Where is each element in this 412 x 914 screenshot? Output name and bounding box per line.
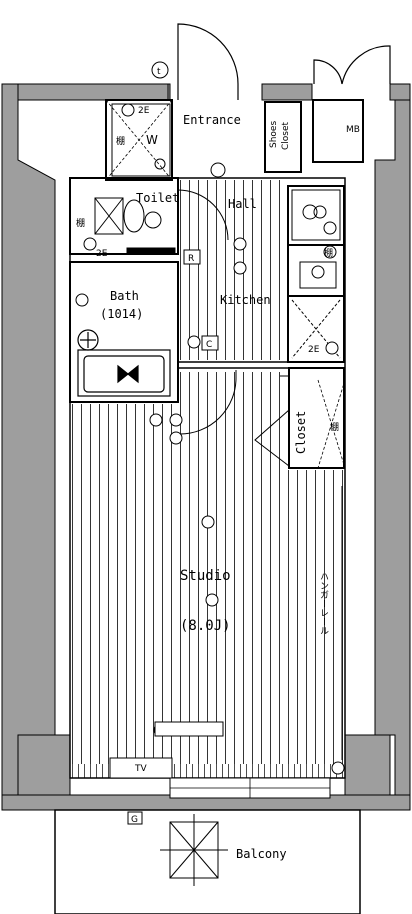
balcony-vent: [160, 814, 228, 886]
label-studio: Studio: [180, 568, 231, 584]
label-hall: Hall: [228, 197, 257, 211]
closet-x: [317, 379, 346, 469]
shoes-closet-x: [105, 99, 173, 181]
symbol-g: G: [131, 815, 138, 825]
symbol-2e-kitchen: 2E: [308, 345, 320, 355]
label-kitchen: Kitchen: [220, 293, 271, 307]
toilet-fixture: [94, 197, 176, 255]
hanger-rail-line: [341, 486, 346, 760]
symbol-r: R: [188, 254, 194, 264]
bathtub: [77, 329, 171, 397]
symbol-c: C: [206, 340, 212, 350]
label-closet: Closet: [294, 411, 308, 454]
toilet-door: [177, 189, 229, 241]
symbol-shelf-toilet: 棚: [76, 217, 85, 229]
symbol-shelf-entrance: 棚: [116, 135, 125, 147]
closet-door: [254, 409, 290, 467]
label-studio-size: (8.0J): [180, 618, 231, 634]
exterior-walls: [1, 83, 411, 811]
washer-box: [111, 103, 171, 177]
kitchen-stove: [291, 189, 341, 289]
label-entrance: Entrance: [183, 113, 241, 127]
symbol-2e-toilet: 2E: [96, 249, 108, 259]
floor-hatching: [72, 180, 344, 778]
label-bath: Bath: [110, 289, 139, 303]
label-mb: MB: [346, 125, 360, 135]
symbol-shelf-closet: 棚: [330, 421, 339, 433]
label-bath-size: (1014): [100, 307, 143, 321]
label-shoes: Shoes: [269, 121, 279, 148]
label-balcony: Balcony: [236, 847, 287, 861]
symbol-shelf-kitchen: 棚: [324, 247, 333, 259]
label-hanger-rail: ハンガーレール: [318, 572, 329, 635]
symbol-t: t: [157, 67, 161, 77]
small-boxes: [109, 61, 290, 825]
symbol-2e-top: 2E: [138, 106, 150, 116]
symbol-washer: W: [146, 133, 158, 147]
studio-door: [179, 370, 237, 435]
label-closet-small: Closet: [281, 121, 291, 150]
symbol-tv: TV: [134, 764, 147, 774]
mb-door: [313, 45, 391, 85]
entrance-door: [177, 23, 239, 100]
bottom-window: [169, 777, 331, 799]
label-toilet: Toilet: [136, 191, 179, 205]
